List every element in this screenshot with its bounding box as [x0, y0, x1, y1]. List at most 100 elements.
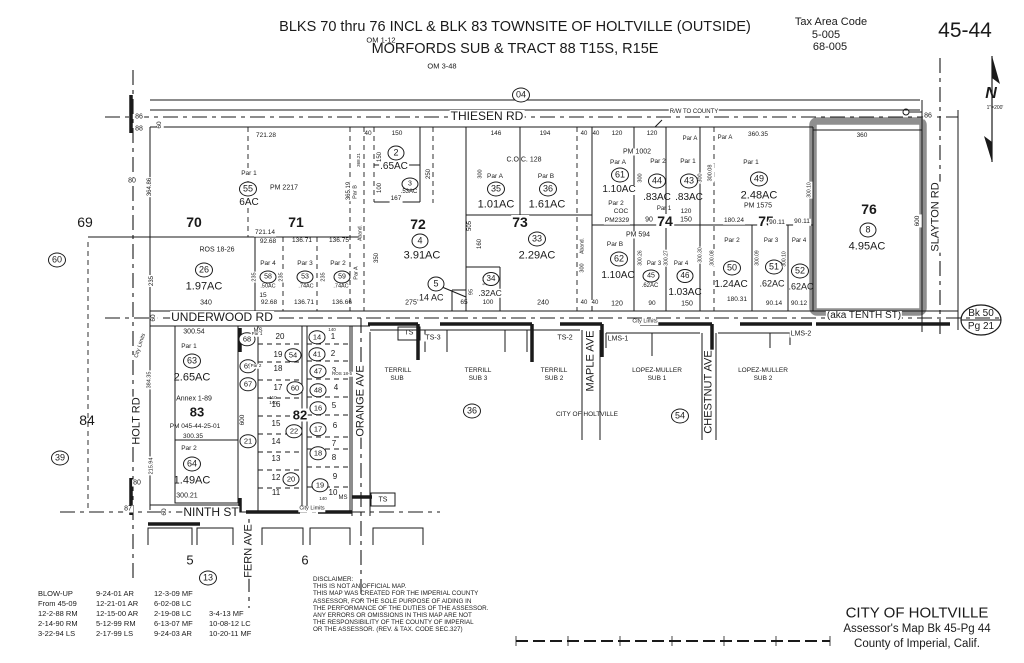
- map-label: 340: [200, 299, 212, 307]
- map-label: City Limits: [298, 505, 326, 512]
- parcel-number-circle: 36: [538, 181, 558, 197]
- map-label: 300: [477, 168, 484, 180]
- parcel-number-circle: 58: [259, 270, 277, 284]
- map-label: COC: [613, 207, 629, 215]
- road-centerlines: [60, 58, 1003, 608]
- map-label: 364.86: [147, 176, 153, 198]
- map-label: 80: [127, 177, 137, 185]
- map-label: 88: [134, 125, 144, 133]
- map-label: .83AC: [675, 192, 703, 203]
- map-label: TS: [404, 329, 414, 337]
- disclaimer-line: DISCLAIMER:: [313, 576, 354, 583]
- map-label: 235: [251, 271, 258, 283]
- map-label: 300: [697, 172, 704, 184]
- map-label: Par 4: [260, 259, 276, 267]
- map-label: PM 1002: [621, 148, 653, 156]
- map-label: 136.75: [329, 236, 349, 244]
- map-label: 6: [332, 421, 338, 430]
- map-label: 150: [391, 129, 403, 137]
- map-label: 194: [539, 129, 551, 137]
- map-label: 368.21: [355, 153, 361, 167]
- map-label: 1.10AC: [601, 270, 635, 281]
- disclaimer-line: THE PERFORMANCE OF THE DUTIES OF THE ASS…: [313, 604, 489, 612]
- book-page-ref: Pg 21: [967, 321, 995, 332]
- map-label: SUB 2: [753, 374, 773, 382]
- map-label: 120: [646, 129, 658, 137]
- holt-rd-label: HOLT RD: [130, 396, 143, 446]
- map-label: City Limits: [631, 318, 659, 325]
- map-label: 160: [477, 237, 483, 251]
- parcel-number-circle: 14: [308, 330, 326, 344]
- map-label: SUB 3: [468, 374, 488, 382]
- map-label: PM2329: [603, 216, 631, 225]
- revision-entry: 2-17-99 LS: [96, 629, 134, 638]
- parcel-number-circle: 2: [387, 145, 405, 161]
- map-label: 69: [77, 214, 93, 230]
- map-label: 90.14: [765, 299, 783, 307]
- map-label: .74AC: [333, 283, 349, 290]
- map-label: 6: [301, 552, 309, 568]
- map-label: 3.91AC: [403, 249, 441, 262]
- revision-entry: From 45-09: [38, 599, 77, 608]
- map-label: 1: [330, 332, 336, 341]
- parcel-number-circle: 13: [198, 570, 218, 586]
- parcel-number-circle: 35: [486, 181, 506, 197]
- map-label: .53AC: [400, 189, 418, 195]
- map-label: TERRILL: [384, 366, 412, 374]
- parcel-number-circle: 16: [309, 401, 327, 415]
- map-label: 16: [271, 400, 281, 409]
- disclaimer-line: THE RESPONSIBILITY OF THE COUNTY OF IMPE…: [313, 619, 474, 627]
- map-label: MS: [337, 495, 349, 501]
- parcel-number-circle: 63: [182, 353, 202, 369]
- fern-ave-label: FERN AVE: [242, 523, 255, 579]
- revision-entry: [209, 599, 271, 609]
- map-title-line2: MORFORDS SUB & TRACT 88 T15S, R15E: [371, 41, 659, 57]
- map-label: Par 1: [240, 169, 258, 178]
- tenth-st-label: (aka TENTH ST): [825, 310, 903, 321]
- map-label: LOPEZ-MULLER: [632, 366, 682, 374]
- map-title-line1: BLKS 70 thru 76 INCL & BLK 83 TOWNSITE O…: [279, 19, 751, 35]
- map-label: 1.97AC: [185, 280, 223, 293]
- map-label: 40: [364, 129, 372, 137]
- map-label: 136.71: [292, 236, 312, 244]
- map-label: 86: [923, 112, 933, 120]
- map-label: 8: [331, 453, 337, 462]
- parcel-number-circle: 17: [309, 422, 327, 436]
- section-circle-04: 04: [511, 87, 531, 103]
- map-label: 2: [330, 349, 336, 358]
- map-label: 40: [592, 131, 600, 137]
- map-label: Par 4: [791, 238, 807, 244]
- map-label: 150: [679, 216, 693, 224]
- parcel-number-circle: 46: [676, 269, 694, 283]
- map-label: 9: [332, 472, 338, 481]
- revision-entry: 6-13-07 MF: [154, 619, 193, 628]
- map-label: 82: [291, 407, 309, 423]
- map-label: 12: [271, 473, 281, 482]
- ninth-st-label: NINTH ST: [182, 505, 240, 519]
- map-label: 300: [579, 262, 586, 274]
- parcel-number-circle: 52: [790, 263, 810, 279]
- map-label: ROS 18-26: [199, 246, 235, 254]
- map-label: 90.11: [793, 217, 811, 226]
- map-label: CITY OF HOLTVILLE: [556, 410, 618, 418]
- parcel-number-circle: 50: [722, 260, 742, 276]
- revision-entry: 12-15-00 AR: [96, 609, 139, 618]
- parcel-number-circle: 5: [427, 276, 445, 292]
- parcel-number-circle: 47: [309, 364, 327, 378]
- parcel-number-circle: 4: [411, 233, 429, 249]
- scale-bar: [515, 636, 831, 646]
- map-label: .65AC: [379, 161, 409, 172]
- footer-city-title: CITY OF HOLTVILLE: [845, 604, 989, 622]
- parcel-number-circle: 54: [284, 348, 302, 362]
- map-label: 87: [123, 505, 133, 513]
- map-label: Annex 1-89: [176, 395, 212, 403]
- map-label: 65: [460, 298, 468, 306]
- map-label: Par 1: [656, 206, 672, 212]
- parcel-number-circle: 41: [308, 347, 326, 361]
- revision-entry: 3-22-94 LS: [38, 629, 76, 638]
- map-label: 136.71: [294, 298, 314, 306]
- map-label: Par 3: [297, 259, 313, 267]
- maple-ave-label: MAPLE AVE: [584, 329, 597, 393]
